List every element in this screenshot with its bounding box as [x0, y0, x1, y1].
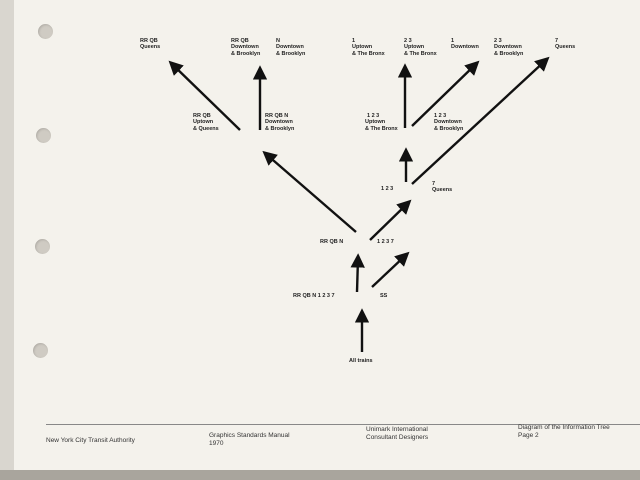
label-top-1: 1	[352, 38, 356, 44]
footer-designers: Unimark International Consultant Designe…	[366, 426, 429, 441]
binder-hole	[38, 24, 53, 39]
arrow-to-downtown	[411, 60, 480, 127]
label-top-7: 7	[555, 38, 559, 44]
arrow-to-rrqb-queens	[168, 60, 241, 131]
label-top-queens-2: Queens	[555, 44, 576, 50]
label-mid-downtown-brooklyn-2: Downtown & Brooklyn	[434, 119, 464, 132]
binder-hole	[33, 343, 48, 358]
label-top-downtown-brooklyn-2: Downtown & Brooklyn	[276, 44, 306, 57]
label-top-n: N	[276, 38, 280, 44]
footer-diagram: Diagram of the Information Tree Page 2	[518, 424, 610, 439]
label-top-downtown: Downtown	[451, 44, 479, 50]
label-lower-queens: Queens	[432, 187, 453, 193]
label-ss: SS	[380, 293, 388, 299]
arrow-to-left-upper	[262, 150, 357, 233]
label-mid-rr-qb: RR QB	[193, 113, 211, 119]
arrow-to-123-branch	[369, 199, 412, 241]
label-mid-downtown-brooklyn: Downtown & Brooklyn	[265, 119, 295, 132]
label-top-downtown-brooklyn: Downtown & Brooklyn	[231, 44, 261, 57]
arrow-to-7-queens	[411, 56, 550, 185]
label-mid-123b: 1 2 3	[434, 113, 447, 119]
label-top-rr-qb-2: RR QB	[231, 38, 249, 44]
binder-hole	[36, 128, 51, 143]
label-lower-7: 7	[432, 181, 436, 187]
label-top-rr-qb: RR QB	[140, 38, 158, 44]
label-top-1b: 1	[451, 38, 455, 44]
label-top-23b: 2 3	[494, 38, 502, 44]
arrow-to-1237-branch	[371, 251, 410, 288]
footer-manual: Graphics Standards Manual 1970	[209, 432, 290, 447]
binder-hole	[35, 239, 50, 254]
label-top-queens: Queens	[140, 44, 161, 50]
label-top-uptown-bronx-2: Uptown & The Bronx	[404, 44, 437, 57]
arrow-to-rrqbn-branch	[350, 253, 365, 293]
label-mid-uptown-bronx: Uptown & The Bronx	[365, 119, 398, 132]
label-rr-qb-n: RR QB N	[320, 239, 344, 245]
label-top-uptown-bronx: Uptown & The Bronx	[352, 44, 385, 57]
label-mid-rr-qb-n: RR QB N	[265, 113, 289, 119]
page-edge-shadow	[0, 470, 640, 480]
label-mid-uptown-queens: Uptown & Queens	[193, 119, 219, 132]
label-top-23: 2 3	[404, 38, 412, 44]
label-top-downtown-brooklyn-3: Downtown & Brooklyn	[494, 44, 524, 57]
footer-rule	[46, 424, 640, 425]
manual-page	[14, 0, 640, 470]
label-base-rr-qb-n-1237: RR QB N 1 2 3 7	[293, 293, 335, 299]
label-mid-123: 1 2 3	[367, 113, 380, 119]
label-all-trains: All trains	[349, 358, 373, 364]
label-lower-123: 1 2 3	[381, 186, 394, 192]
footer-authority: New York City Transit Authority	[46, 437, 135, 444]
label-1237: 1 2 3 7	[377, 239, 394, 245]
